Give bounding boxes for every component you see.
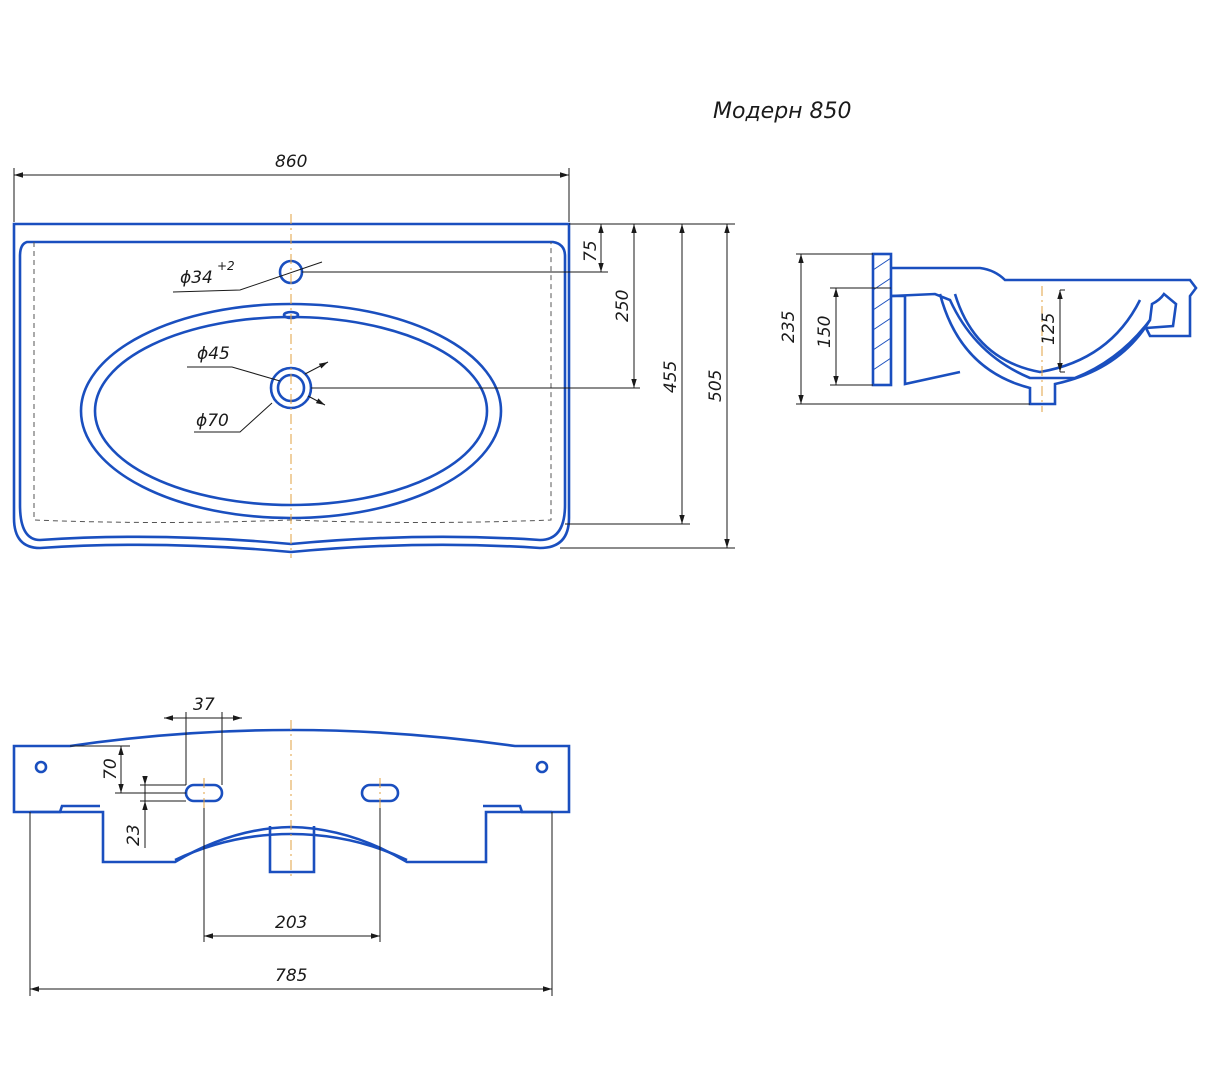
dim-drain-inner-label: ϕ45 <box>197 344 230 364</box>
dim-tap-dia-label: ϕ34 <box>180 268 213 288</box>
dim-203-label: 203 <box>275 913 307 933</box>
drawing-title: Модерн 850 <box>713 99 852 124</box>
dim-drain-outer-label: ϕ70 <box>196 411 229 431</box>
mount-hole-left <box>34 760 48 774</box>
dim-785-label: 785 <box>275 966 307 986</box>
dim-250-label: 250 <box>613 290 633 322</box>
dim-125-label: 125 <box>1039 313 1059 345</box>
rear-outline <box>12 728 571 864</box>
leader-drain-inner-2 <box>304 361 329 375</box>
basin-outline <box>12 222 571 554</box>
leader-drain-inner <box>187 366 281 382</box>
dim-width-label: 860 <box>275 152 307 172</box>
top-view: 860 75 250 455 505 ϕ34 +2 ϕ45 ϕ70 <box>12 152 735 558</box>
side-bowl-shell <box>953 293 1142 374</box>
dim-150-label: 150 <box>815 316 835 348</box>
dim-235-label: 235 <box>779 311 799 343</box>
side-view: 235 150 125 <box>779 252 1198 412</box>
dim-75-label: 75 <box>581 240 601 262</box>
side-profile <box>890 266 1198 380</box>
leader-tap <box>172 261 323 293</box>
dim-455-label: 455 <box>661 361 681 393</box>
leader-drain-outer-2 <box>307 395 326 406</box>
side-support <box>891 294 961 386</box>
rear-drain <box>268 826 316 874</box>
leader-drain-outer <box>194 402 273 433</box>
mount-hole-right <box>535 760 549 774</box>
dim-505-label: 505 <box>706 370 726 402</box>
dim-23-label: 23 <box>124 824 144 846</box>
side-bowl-inner <box>938 293 1152 406</box>
dim-70-label: 70 <box>101 758 121 780</box>
dim-37-label: 37 <box>193 695 215 715</box>
wall-section <box>871 252 893 387</box>
rear-view: 37 70 23 203 785 <box>12 695 571 996</box>
rear-inner-line <box>30 804 552 814</box>
dim-tap-tol-label: +2 <box>217 259 235 273</box>
